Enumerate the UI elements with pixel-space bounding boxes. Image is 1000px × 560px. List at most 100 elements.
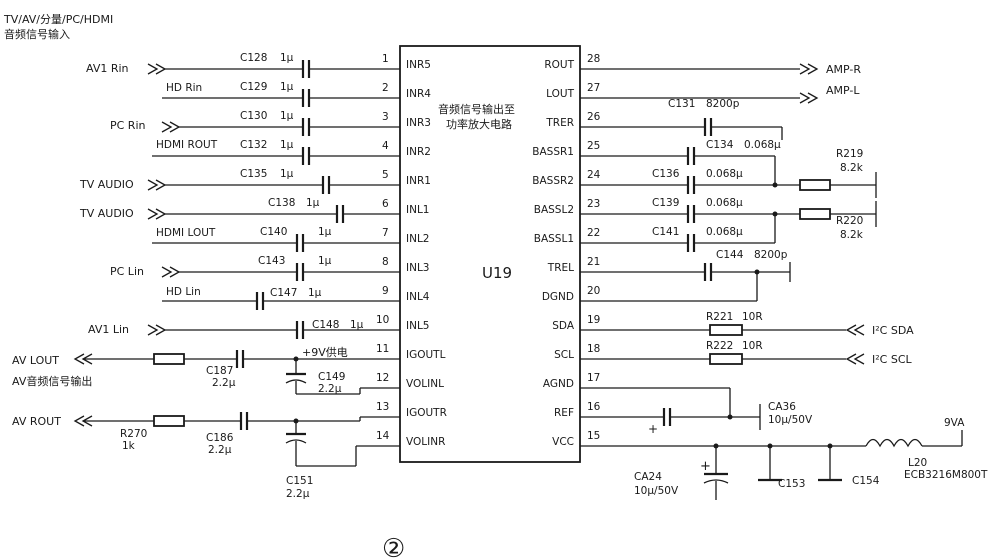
polarity-plus-icon: + [700,459,711,474]
cap-ref: C128 [240,52,267,64]
pin-name: SDA [552,320,575,332]
vcc-network: + 9VA CA24 10μ/50V C153 C154 L20 ECB3216… [580,417,988,500]
cap-value: 1μ [280,52,294,64]
polarity-plus-icon: + [648,422,658,436]
inductor-ref: L20 [908,457,927,469]
cap-ref: C140 [260,226,287,238]
rout-line: AMP-R [580,63,861,76]
amp-r-label: AMP-R [826,63,861,76]
bass-r-network: C134 0.068μ C136 0.068μ R219 8.2k [580,139,877,198]
resistor-value: 1k [122,440,136,452]
cap-value: 1μ [280,81,294,93]
cap-value: 1μ [306,197,320,209]
signal-label: AV1 Lin [88,323,129,336]
input-line-1: AV1 Rin C128 1μ [86,52,400,78]
cap-value: 1μ [280,110,294,122]
inductor-part: ECB3216M800T [904,469,988,481]
av-lout-label: AV LOUT [12,354,59,367]
input-line-5: TV AUDIO C135 1μ [79,168,400,194]
signal-label: AV1 Rin [86,62,129,75]
pin-number: 19 [587,314,600,326]
pin-number: 6 [382,198,389,210]
pin-number: 18 [587,343,600,355]
chip-note-line1: 音频信号输出至 [438,102,515,116]
figure-number: ② [382,534,405,560]
input-line-10: AV1 Lin C148 1μ [88,319,400,339]
pin-name: INR2 [406,146,431,158]
av-rout-label: AV ROUT [12,415,61,428]
pin-number: 11 [376,343,389,355]
pin-name: TRER [545,117,574,129]
pin-name: INR1 [406,175,431,187]
pin-name: VOLINL [406,378,444,390]
resistor-ref: R270 [120,428,147,440]
cap-ref: C148 [312,319,339,331]
cap-value: 0.068μ [706,197,743,209]
cap-ref: C138 [268,197,295,209]
cap-value: 10μ/50V [634,485,679,497]
cap-value: 2.2μ [318,383,342,395]
cap-value: 8200p [754,249,788,261]
pin-number: 17 [587,372,600,384]
pin-name: IGOUTL [406,349,446,361]
signal-label: HD Rin [166,82,202,94]
signal-label: HDMI ROUT [156,139,218,151]
cap-value: 1μ [280,168,294,180]
cap-value: 2.2μ [212,377,236,389]
cap-ref: C131 [668,98,695,110]
cap-ref: C143 [258,255,285,267]
i2c-sda-line: R221 10R I²C SDA [580,311,914,337]
input-line-2: HD Rin C129 1μ [162,81,400,107]
pin-name: LOUT [546,88,574,100]
cap-ref: C129 [240,81,267,93]
pin-number: 8 [382,256,389,268]
input-arrow-icon [161,121,181,133]
input-arrow-icon [147,179,167,191]
i2c-scl-line: R222 10R I²C SCL [580,340,912,366]
pin-number: 23 [587,198,600,210]
cap-ref: C186 [206,432,234,444]
chip-ref-label: U19 [482,264,512,282]
cap-value: 1μ [318,226,332,238]
pin-number: 10 [376,314,389,326]
pin-name: DGND [542,291,574,303]
trer-network: C131 8200p [580,98,783,140]
resistor-ref: R220 [836,215,863,227]
pin-number: 13 [376,401,389,413]
cap-value: 8200p [706,98,740,110]
i2c-sda-label: I²C SDA [872,324,914,337]
pin-number: 5 [382,169,389,181]
cap-value: 0.068μ [706,226,743,238]
pin-name: VCC [552,436,574,448]
rail-label: 9VA [944,417,965,429]
cap-ref: C130 [240,110,267,122]
pin-name: VOLINR [406,436,445,448]
av-output-note: AV音频信号输出 [12,374,92,388]
pin-name: INR3 [406,117,431,129]
lout-line: AMP-L [580,84,860,104]
cap-ref: C132 [240,139,267,151]
pin-number: 25 [587,140,600,152]
input-line-6: TV AUDIO C138 1μ [79,197,400,223]
input-line-4: HDMI ROUT C132 1μ [152,139,400,165]
pin-name: SCL [554,349,574,361]
output-arrow-icon [799,63,819,75]
resistor-value: 10R [742,340,763,352]
input-arrow-icon [147,63,167,75]
supply-note: +9V供电 [302,345,348,359]
chip-u19-body [399,45,581,463]
pin-number: 24 [587,169,601,181]
cap-ref: C141 [652,226,679,238]
pin-name: INR5 [406,59,431,71]
output-arrow-icon [799,92,819,104]
pin-number: 7 [382,227,389,239]
cap-value: 2.2μ [208,444,232,456]
pin-name: BASSR1 [532,146,574,158]
pin-number: 21 [587,256,600,268]
cap-ref: CA36 [768,401,796,413]
pin-number: 14 [376,430,390,442]
pin-number: 15 [587,430,600,442]
pin-number: 1 [382,53,389,65]
ref-network: + CA36 10μ/50V [580,387,813,436]
